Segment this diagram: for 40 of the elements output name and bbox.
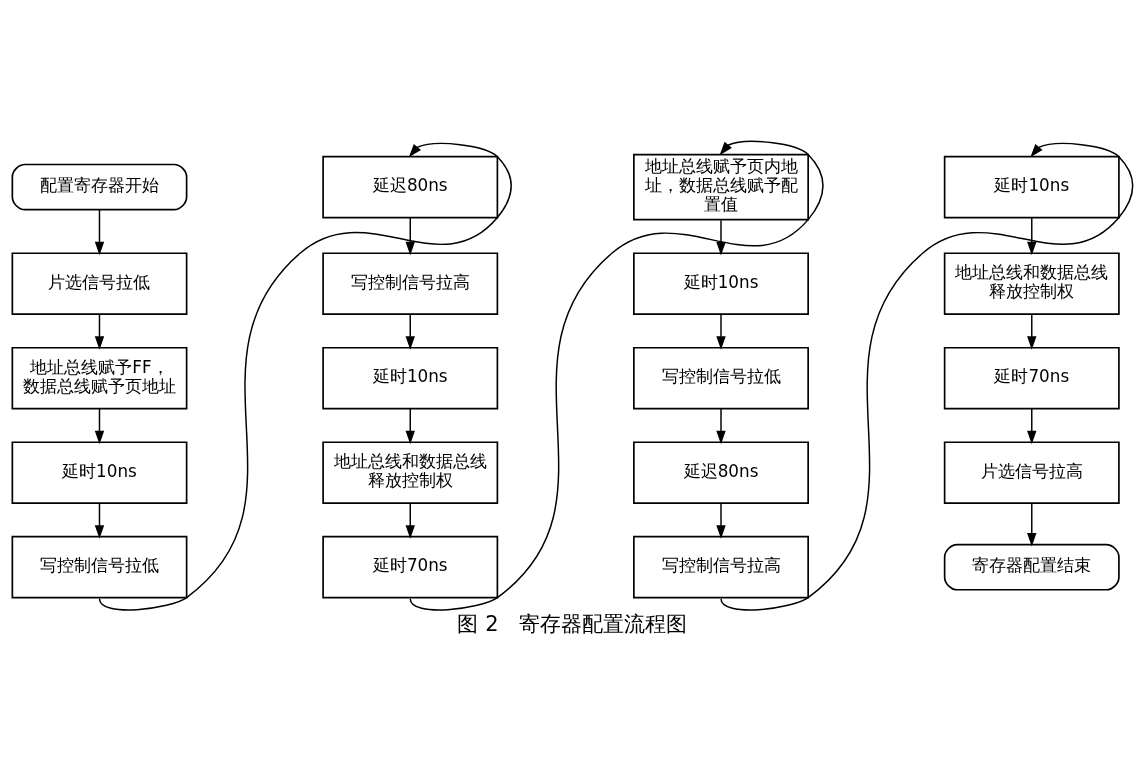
- arrow: [1027, 217, 1037, 256]
- arrow: [94, 502, 105, 539]
- node-box: 写控制信号拉低: [633, 346, 809, 410]
- node-box: 延时10ns: [11, 441, 188, 504]
- arrow: [409, 140, 824, 611]
- node-box: 地址总线赋予页内地址，数据总线赋予配置值: [633, 153, 809, 221]
- arrow: [405, 502, 415, 539]
- node-box: 配置寄存器开始: [11, 163, 188, 211]
- node-box: 写控制信号拉高: [322, 252, 499, 315]
- node-box: 延迟80ns: [322, 155, 499, 219]
- arrow: [716, 408, 726, 445]
- caption: 图 2 寄存器配置流程图: [457, 612, 688, 637]
- node-box: 地址总线和数据总线释放控制权: [943, 252, 1120, 315]
- node-box: 写控制信号拉低: [11, 535, 188, 599]
- node-box: 片选信号拉高: [943, 441, 1120, 504]
- arrow: [1027, 313, 1037, 350]
- arrow: [716, 313, 726, 350]
- arrow: [405, 313, 415, 350]
- node-box: 延时10ns: [322, 346, 499, 410]
- node-box: 延时10ns: [633, 252, 809, 315]
- arrow: [1027, 408, 1037, 445]
- node-box: 延时70ns: [322, 535, 499, 599]
- node-box: 延时10ns: [943, 155, 1120, 219]
- node-box: 写控制信号拉高: [633, 535, 809, 599]
- node-box: 地址总线和数据总线释放控制权: [322, 441, 499, 504]
- node-box: 延时70ns: [943, 346, 1120, 410]
- arrow: [720, 142, 1134, 611]
- arrow: [1027, 502, 1037, 547]
- node-box: 片选信号拉低: [11, 252, 188, 315]
- node-box: 寄存器配置结束: [943, 543, 1120, 591]
- arrow: [94, 313, 105, 350]
- arrow: [716, 219, 726, 256]
- node-box: 延迟80ns: [633, 441, 809, 504]
- node-box: 地址总线赋予FF，数据总线赋予页地址: [11, 346, 188, 410]
- arrow: [716, 502, 726, 539]
- arrow: [94, 209, 105, 256]
- arrow: [405, 217, 415, 256]
- arrow: [98, 142, 512, 611]
- arrow: [405, 408, 415, 445]
- arrow: [94, 408, 105, 445]
